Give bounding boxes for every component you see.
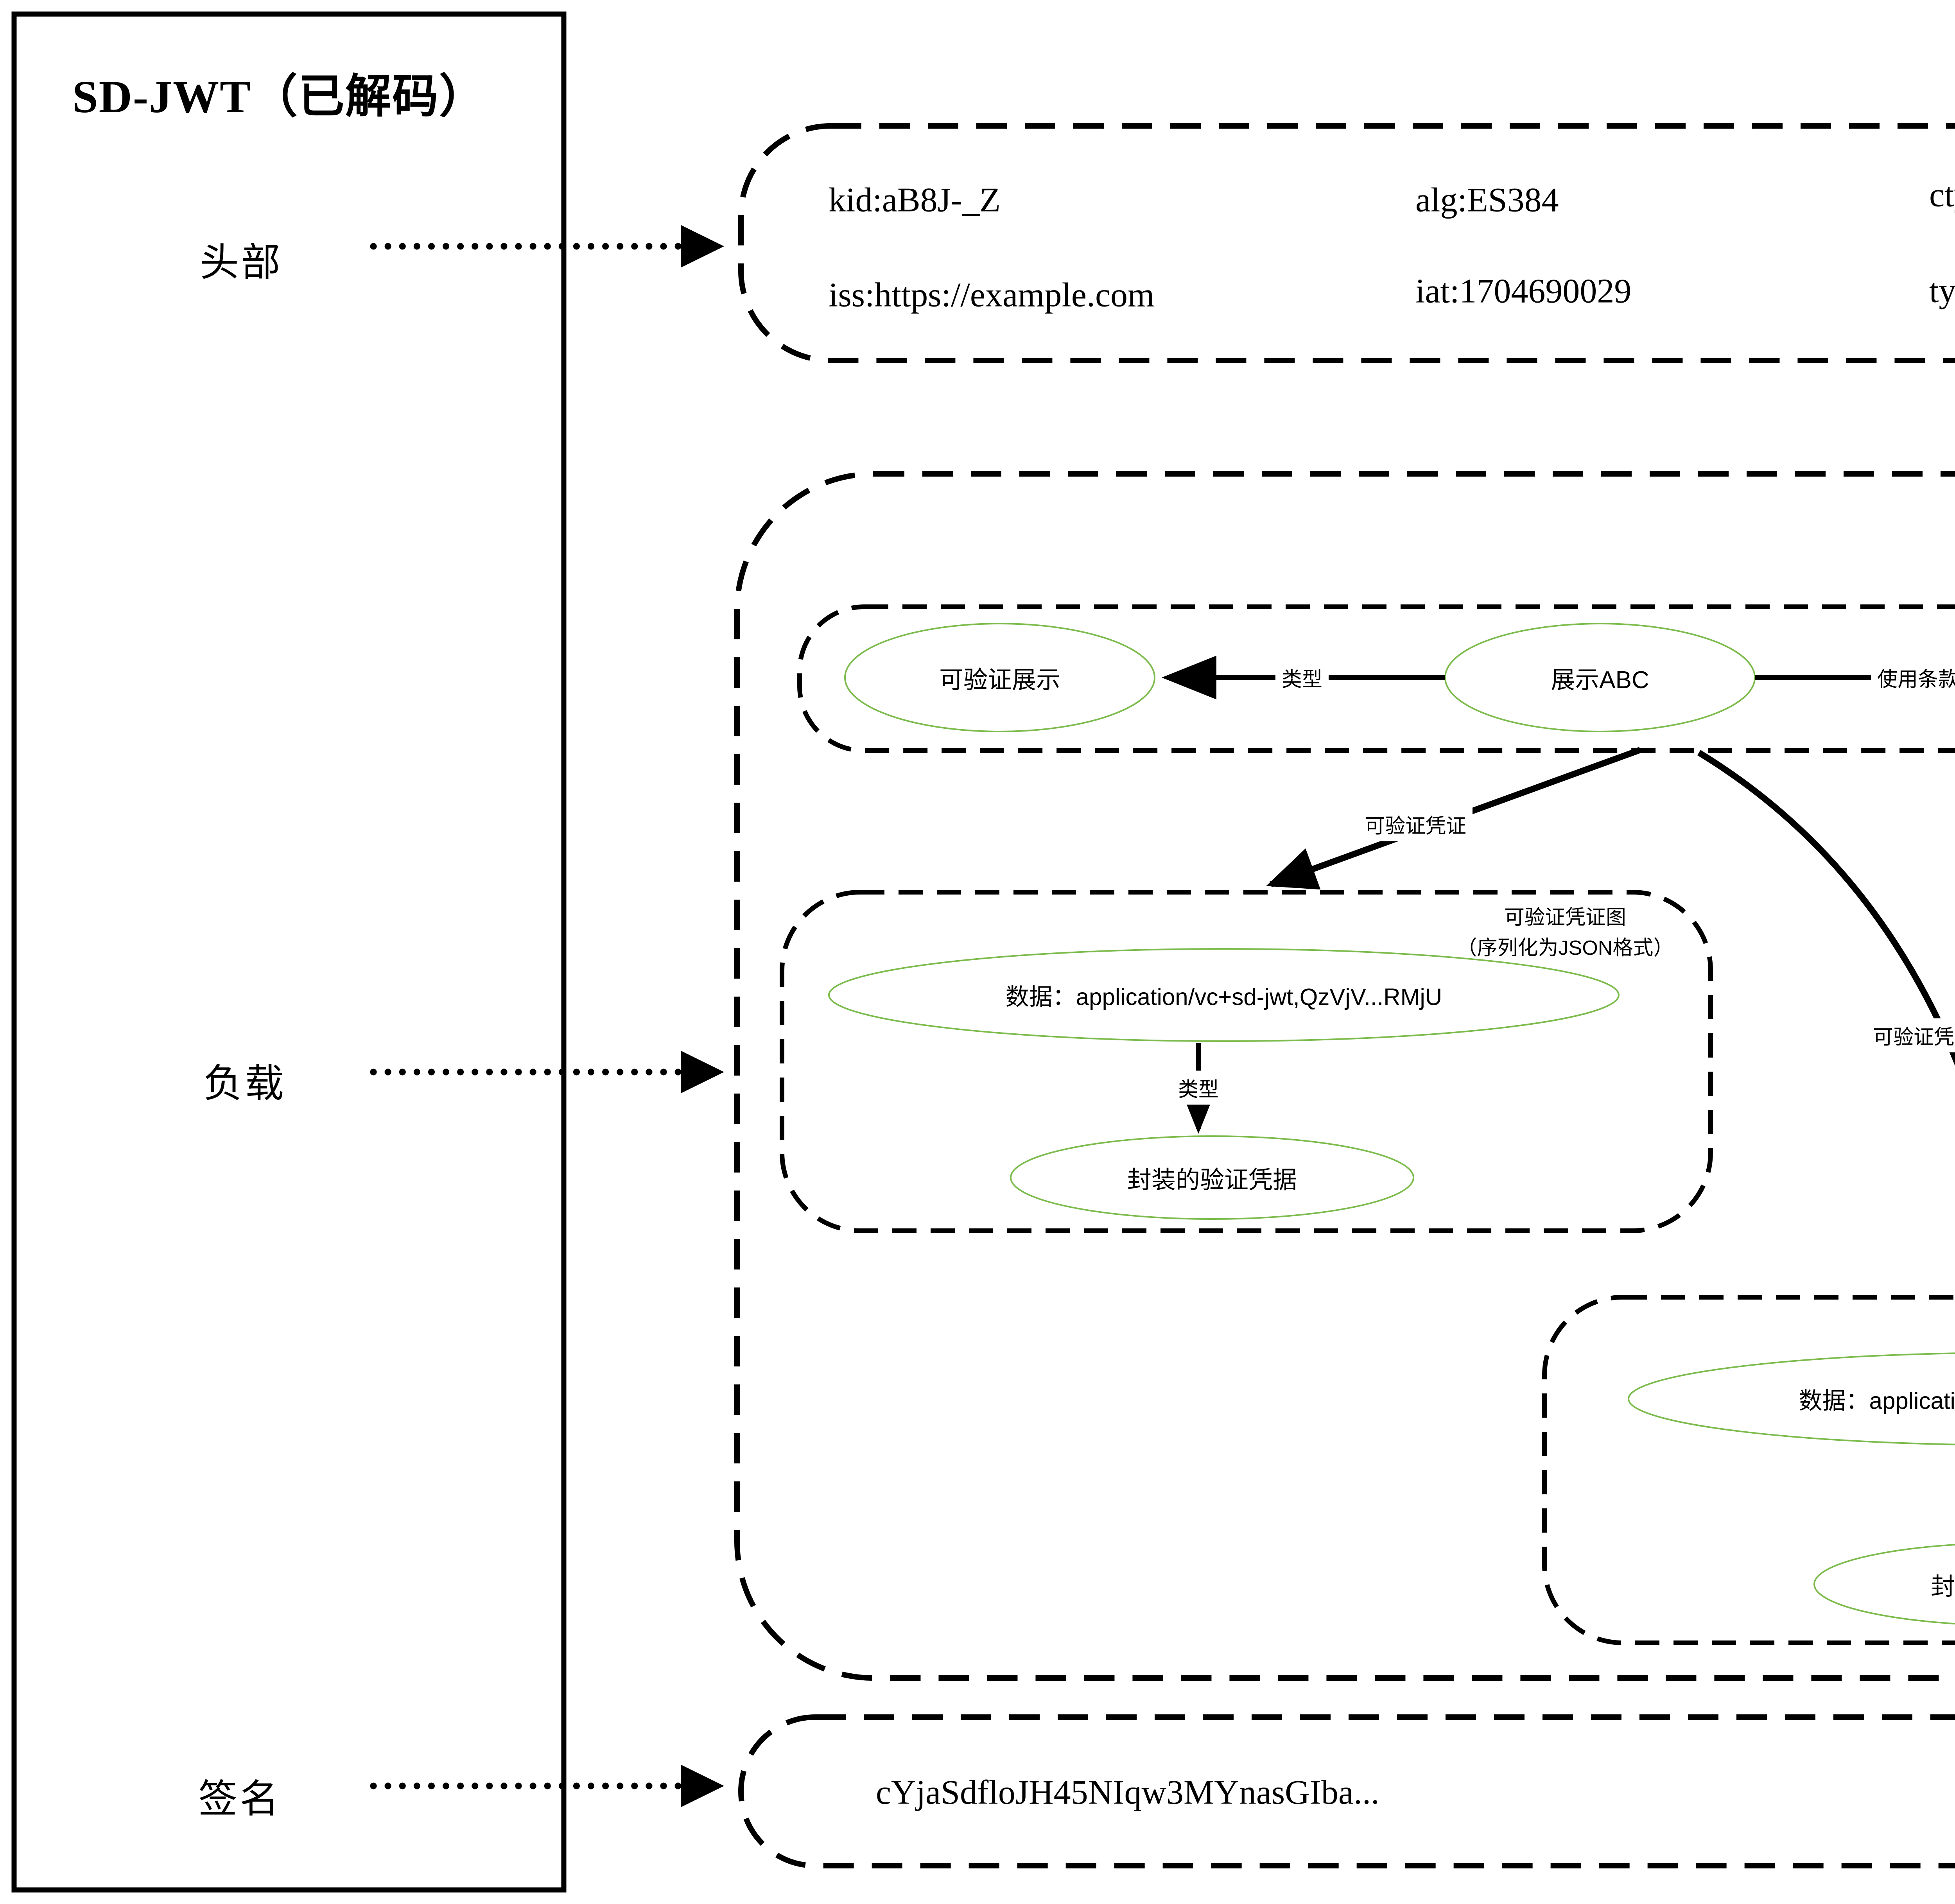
node-verifiable-presentation-label: 可验证展示	[939, 667, 1061, 694]
header-iss-value: iss:https://example.com	[829, 276, 1155, 314]
credential1-box-label: 可验证凭证图 （序列化为JSON格式）	[1457, 902, 1674, 963]
sidebar-header-label: 头部	[200, 240, 283, 285]
sidebar-payload-label: 负载	[203, 1061, 286, 1106]
edge-vc-right-label: 可验证凭证	[1866, 1018, 1955, 1052]
sidebar-signature-label: 签名	[198, 1777, 281, 1821]
edge-type-label: 类型	[1275, 660, 1329, 695]
credential2-data-label: 数据：application/vc+sd-jwt,RkOyT...KjOI	[1799, 1388, 1955, 1414]
credential1-envelope-ellipse	[1010, 1135, 1414, 1220]
credential1-data-label: 数据：application/vc+sd-jwt,QzVjV...RMjU	[1005, 984, 1442, 1010]
signature-value: cYjaSdfloJH45NIqw3MYnasGIba...	[876, 1773, 1380, 1812]
credential2-envelope-label: 封装的验证凭据	[1930, 1573, 1955, 1600]
credential1-box-label-line2: （序列化为JSON格式）	[1456, 937, 1674, 959]
signature-dashed-box	[738, 1714, 1955, 1868]
credential1-type-label: 类型	[1171, 1070, 1225, 1105]
credential1-data-ellipse	[828, 948, 1620, 1042]
credential2-envelope-ellipse	[1813, 1544, 1955, 1625]
node-verifiable-presentation-ellipse	[844, 623, 1155, 732]
header-kid-value: kid:aB8J-_Z	[829, 181, 1001, 219]
credential1-dashed-box	[780, 890, 1713, 1233]
header-cty-value: cty：vc	[1929, 176, 1955, 214]
payload-dashed-box	[734, 471, 1955, 1681]
sd-jwt-outer-box	[11, 11, 567, 1893]
header-dashed-box	[738, 123, 1955, 363]
page-title: SD-JWT（已解码）	[72, 71, 486, 122]
edge-terms-label: 使用条款	[1871, 660, 1955, 695]
arrow-vc-to-credential2	[1697, 750, 1955, 1066]
credential1-envelope-label: 封装的验证凭据	[1127, 1167, 1297, 1194]
credential1-box-label-line1: 可验证凭证图	[1504, 906, 1626, 929]
credential2-data-ellipse	[1628, 1352, 1955, 1445]
edge-vc-left-label: 可验证凭证	[1358, 807, 1473, 841]
header-iat-value: iat:1704690029	[1415, 272, 1632, 310]
node-presentation-abc-label: 展示ABC	[1551, 667, 1649, 694]
header-alg-value: alg:ES384	[1415, 181, 1559, 219]
header-typ-value: typ：vc+sd-jwt	[1929, 272, 1955, 310]
